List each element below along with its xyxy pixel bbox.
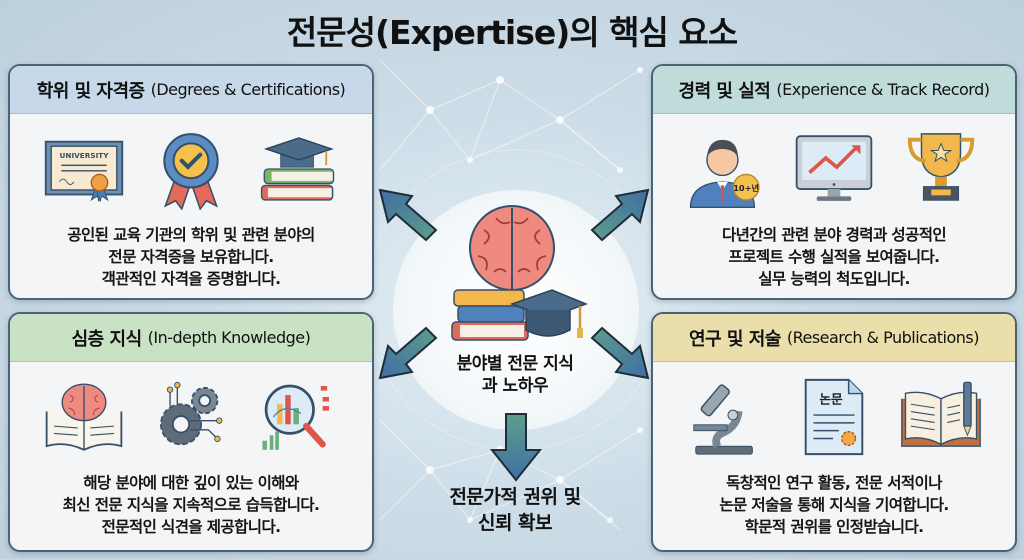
panel-header: 경력 및 실적 (Experience & Track Record) — [653, 66, 1015, 114]
panel-text-line: 학문적 권위를 인정받습니다. — [744, 518, 924, 536]
gears-circuit-icon — [160, 381, 223, 446]
svg-text:UNIVERSITY: UNIVERSITY — [59, 151, 109, 160]
diploma-certificate-icon: UNIVERSITY — [44, 140, 123, 202]
svg-text:논문: 논문 — [819, 391, 843, 406]
microscope-icon — [692, 384, 753, 455]
panel-text-line: 독창적인 연구 활동, 전문 서적이나 — [726, 474, 942, 492]
professional-person-icon: 10+년 — [689, 139, 760, 208]
panel-text-line: 전문 자격증을 보유합니다. — [108, 248, 274, 266]
arrow-up-right-icon — [590, 188, 650, 242]
bottom-label: 전문가적 권위 및 신뢰 확보 — [410, 484, 620, 536]
panel-degrees-certifications: 학위 및 자격증 (Degrees & Certifications) UNIV… — [8, 64, 374, 300]
panel-title-ko: 경력 및 실적 — [678, 80, 771, 102]
arrow-up-left-icon — [378, 188, 438, 242]
bottom-label-line2: 신뢰 확보 — [477, 512, 553, 534]
panel-text-line: 공인된 교육 기관의 학위 및 관련 분야의 — [67, 226, 315, 244]
center-label-line1: 분야별 전문 지식 — [456, 354, 574, 374]
award-badge-check-icon — [163, 133, 219, 210]
panel-header: 연구 및 저술 (Research & Publications) — [653, 314, 1015, 362]
arrow-down-icon — [489, 413, 543, 482]
arrow-down-left-icon — [378, 326, 438, 380]
panel-text-line: 실무 능력의 척도입니다. — [758, 270, 910, 288]
arrow-down-right-icon — [590, 326, 650, 380]
panel-header: 학위 및 자격증 (Degrees & Certifications) — [10, 66, 372, 114]
trophy-icon — [908, 133, 975, 201]
panel-title-ko: 연구 및 저술 — [688, 328, 781, 350]
panel-in-depth-knowledge: 심층 지식 (In-depth Knowledge) — [8, 312, 374, 552]
panel-title-ko: 심층 지식 — [71, 328, 143, 350]
open-book-pen-icon — [901, 381, 982, 447]
panel-header: 심층 지식 (In-depth Knowledge) — [10, 314, 372, 362]
magnifier-chart-icon — [262, 384, 330, 450]
panel-text-line: 다년간의 관련 분야 경력과 성공적인 — [721, 226, 947, 244]
center-label: 분야별 전문 지식 과 노하우 — [420, 353, 610, 397]
panel-title-en: (In-depth Knowledge) — [147, 328, 311, 347]
panel-title-en: (Experience & Track Record) — [776, 80, 990, 99]
center-label-line2: 과 노하우 — [482, 376, 548, 396]
brain-book-icon — [45, 383, 122, 451]
panel-experience-track-record: 경력 및 실적 (Experience & Track Record) 10+년 — [651, 64, 1017, 300]
panel-title-ko: 학위 및 자격증 — [36, 80, 145, 102]
bottom-label-line1: 전문가적 권위 및 — [449, 486, 581, 508]
panel-text-line: 논문 저술을 통해 지식을 기여합니다. — [719, 496, 949, 514]
panel-title-en: (Research & Publications) — [786, 328, 980, 347]
panel-text-line: 프로젝트 수행 실적을 보여줍니다. — [728, 248, 941, 266]
panel-text-line: 전문적인 식견을 제공합니다. — [101, 518, 281, 536]
monitor-growth-chart-icon — [795, 135, 873, 201]
panel-text-line: 객관적인 자격을 증명합니다. — [101, 270, 281, 288]
brain-books-graduation-cap-icon — [451, 205, 588, 341]
panel-title-en: (Degrees & Certifications) — [150, 80, 346, 99]
panel-research-publications: 연구 및 저술 (Research & Publications) 논문 독창 — [651, 312, 1017, 552]
paper-document-icon: 논문 — [804, 378, 864, 456]
svg-text:10+년: 10+년 — [733, 183, 759, 193]
books-graduation-cap-icon — [261, 137, 335, 201]
panel-text-line: 최신 전문 지식을 지속적으로 습득합니다. — [62, 496, 320, 514]
page-title: 전문성(Expertise)의 핵심 요소 — [286, 13, 738, 52]
panel-text-line: 해당 분야에 대한 깊이 있는 이해와 — [83, 474, 299, 492]
